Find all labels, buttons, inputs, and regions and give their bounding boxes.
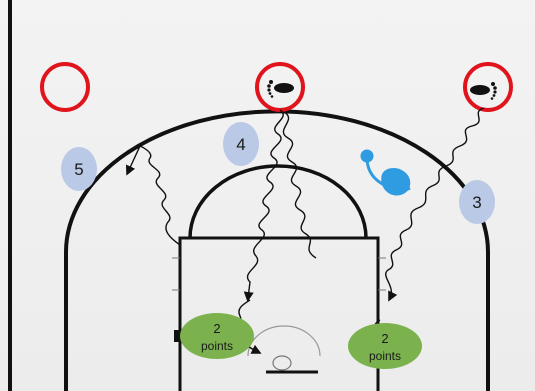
target-ring-right: [463, 62, 513, 112]
target-ring-left: [40, 62, 90, 112]
zone-left: 2 points: [180, 313, 254, 359]
zone-right: 2 points: [348, 323, 422, 369]
paint-key: [178, 236, 380, 391]
whistle-coach-icon: [360, 149, 411, 196]
player-3-label: 3: [472, 193, 481, 212]
player-3[interactable]: 3: [459, 180, 495, 224]
player-5[interactable]: 5: [61, 147, 97, 191]
footprint-icon: [470, 82, 497, 100]
block-marker-left: [174, 330, 179, 342]
cut-path: [243, 109, 284, 302]
cut-path: [125, 145, 181, 246]
player-4-label: 4: [236, 135, 245, 154]
cut-path: [282, 111, 317, 259]
restricted-area-arc: [247, 325, 321, 357]
cut-path: [385, 107, 485, 302]
lane-hash-marks: [172, 257, 386, 291]
zone-right-unit: points: [369, 349, 401, 363]
rim: [272, 355, 292, 371]
zone-right-value: 2: [381, 331, 388, 346]
zone-left-unit: points: [201, 339, 233, 353]
player-4[interactable]: 4: [223, 122, 259, 166]
three-point-line: [64, 109, 490, 391]
player-5-label: 5: [74, 160, 83, 179]
footprint-icon: [267, 80, 294, 98]
free-throw-circle: [188, 164, 368, 239]
zone-left-value: 2: [213, 321, 220, 336]
